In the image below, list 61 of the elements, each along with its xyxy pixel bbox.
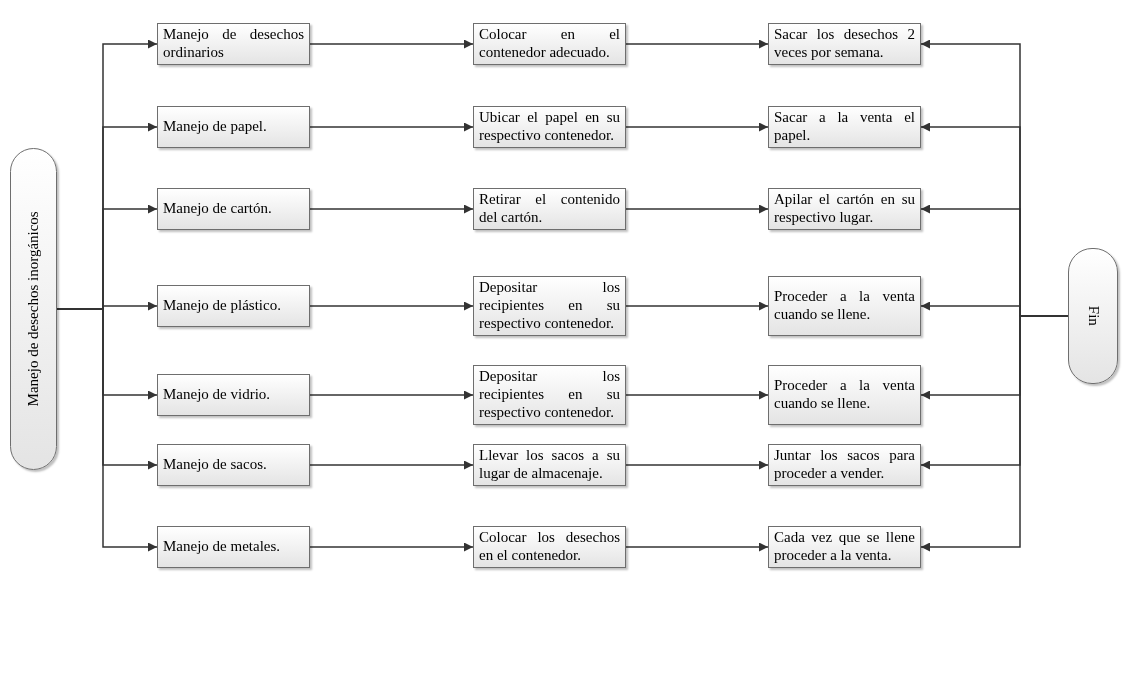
node-text: Proceder a la venta cuando se llene. bbox=[774, 377, 915, 413]
node-text: Colocar los desechos en el contenedor. bbox=[479, 529, 620, 565]
process-box bbox=[157, 106, 310, 148]
node-text: Llevar los sacos a su lugar de almacenaje. bbox=[479, 447, 620, 483]
arrow bbox=[625, 204, 769, 214]
process-box bbox=[768, 23, 921, 65]
arrow bbox=[625, 39, 769, 49]
node-text: Sacar a la venta el papel. bbox=[774, 109, 915, 145]
node-text: Depositar los recipientes en su respectivo contenedor. bbox=[479, 368, 620, 422]
node-text: Proceder a la venta cuando se llene. bbox=[774, 288, 915, 324]
end-terminator bbox=[1068, 248, 1118, 384]
arrow bbox=[309, 122, 474, 132]
arrow bbox=[625, 460, 769, 470]
arrow bbox=[625, 542, 769, 552]
process-box bbox=[157, 188, 310, 230]
node-text: Fin bbox=[1084, 306, 1102, 326]
arrow bbox=[309, 390, 474, 400]
process-box bbox=[768, 188, 921, 230]
node-text: Sacar los desechos 2 veces por semana. bbox=[774, 26, 915, 62]
process-box bbox=[157, 23, 310, 65]
process-box bbox=[157, 526, 310, 568]
node-text: Manejo de papel. bbox=[163, 118, 268, 136]
process-box bbox=[473, 23, 626, 65]
node-text: Juntar los sacos para proceder a vender. bbox=[774, 447, 915, 483]
process-box bbox=[157, 374, 310, 416]
arrow bbox=[309, 204, 474, 214]
arrow bbox=[309, 460, 474, 470]
arrow bbox=[56, 308, 158, 552]
arrow bbox=[625, 301, 769, 311]
arrow bbox=[625, 122, 769, 132]
arrow bbox=[309, 301, 474, 311]
node-text: Manejo de desechos inorgánicos bbox=[24, 211, 42, 407]
process-box bbox=[473, 444, 626, 486]
process-box bbox=[768, 526, 921, 568]
arrow bbox=[625, 390, 769, 400]
node-text: Retirar el contenido del cartón. bbox=[479, 191, 620, 227]
node-text: Colocar en el contenedor adecuado. bbox=[479, 26, 620, 62]
arrow bbox=[309, 39, 474, 49]
process-box bbox=[473, 188, 626, 230]
process-box bbox=[768, 276, 921, 336]
process-box bbox=[768, 106, 921, 148]
node-text: Manejo de desechos ordinarios bbox=[163, 26, 304, 62]
node-text: Cada vez que se llene proceder a la venta. bbox=[774, 529, 915, 565]
start-terminator bbox=[10, 148, 57, 470]
node-text: Apilar el cartón en su respectivo lugar. bbox=[774, 191, 915, 227]
process-box bbox=[157, 444, 310, 486]
arrow bbox=[309, 542, 474, 552]
process-box bbox=[473, 276, 626, 336]
process-box bbox=[157, 285, 310, 327]
node-text: Depositar los recipientes en su respectivo contenedor. bbox=[479, 279, 620, 333]
node-text: Manejo de metales. bbox=[163, 538, 282, 556]
process-box bbox=[768, 444, 921, 486]
process-box bbox=[768, 365, 921, 425]
node-text: Manejo de sacos. bbox=[163, 456, 268, 474]
node-text: Manejo de cartón. bbox=[163, 200, 273, 218]
node-text: Manejo de plástico. bbox=[163, 297, 282, 315]
node-text: Manejo de vidrio. bbox=[163, 386, 272, 404]
process-box bbox=[473, 365, 626, 425]
node-text: Ubicar el papel en su respectivo contenedor. bbox=[479, 109, 620, 145]
process-box bbox=[473, 106, 626, 148]
process-box bbox=[473, 526, 626, 568]
